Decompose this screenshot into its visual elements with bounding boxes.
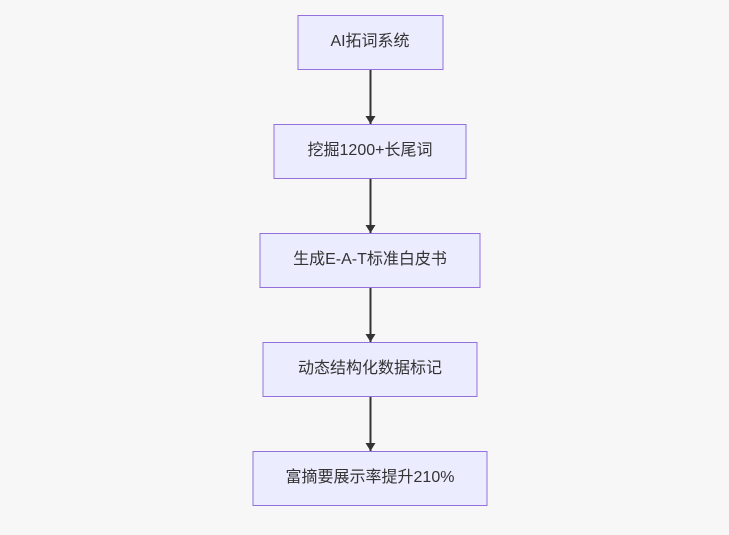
flow-node-rich-snippet-result: 富摘要展示率提升210%: [252, 451, 488, 506]
flowchart: AI拓词系统 挖掘1200+长尾词 生成E-A-T标准白皮书 动态结构化数据标记…: [252, 0, 488, 506]
flow-node-structured-data-markup: 动态结构化数据标记: [262, 342, 478, 397]
flow-node-longtail-mining: 挖掘1200+长尾词: [273, 124, 467, 179]
node-label: 富摘要展示率提升210%: [285, 468, 455, 486]
arrow-down-icon: [369, 397, 371, 451]
arrow-down-icon: [369, 288, 371, 342]
arrow-down-icon: [369, 70, 371, 124]
arrow-down-icon: [369, 179, 371, 233]
node-label: AI拓词系统: [330, 32, 410, 50]
node-label: 生成E-A-T标准白皮书: [293, 250, 447, 268]
flow-node-eat-whitepaper: 生成E-A-T标准白皮书: [259, 233, 481, 288]
node-label: 挖掘1200+长尾词: [307, 141, 433, 159]
flow-node-ai-keyword-system: AI拓词系统: [297, 15, 443, 70]
node-label: 动态结构化数据标记: [297, 359, 442, 377]
